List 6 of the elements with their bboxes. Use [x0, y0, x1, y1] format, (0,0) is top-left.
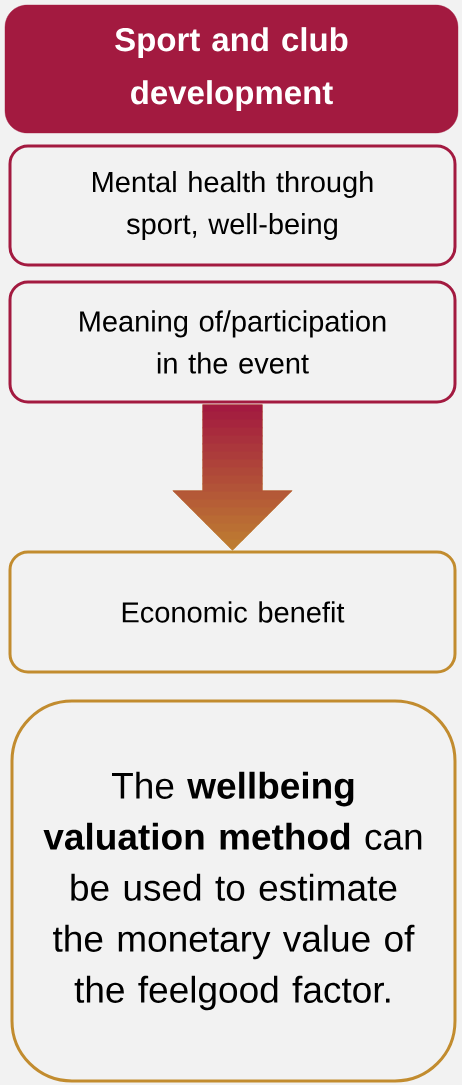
- note-box: The wellbeing valuation method can be used to estimate the monetary value of the feelgood factor.: [10, 699, 457, 1083]
- header-box: Sport and club development: [4, 4, 459, 134]
- block-arrow: [172, 404, 293, 551]
- result-box: Economic benefit: [8, 550, 457, 674]
- text-box: Mental health through sport, well-being: [8, 144, 457, 267]
- text-box: Meaning of/participation in the event: [8, 280, 457, 404]
